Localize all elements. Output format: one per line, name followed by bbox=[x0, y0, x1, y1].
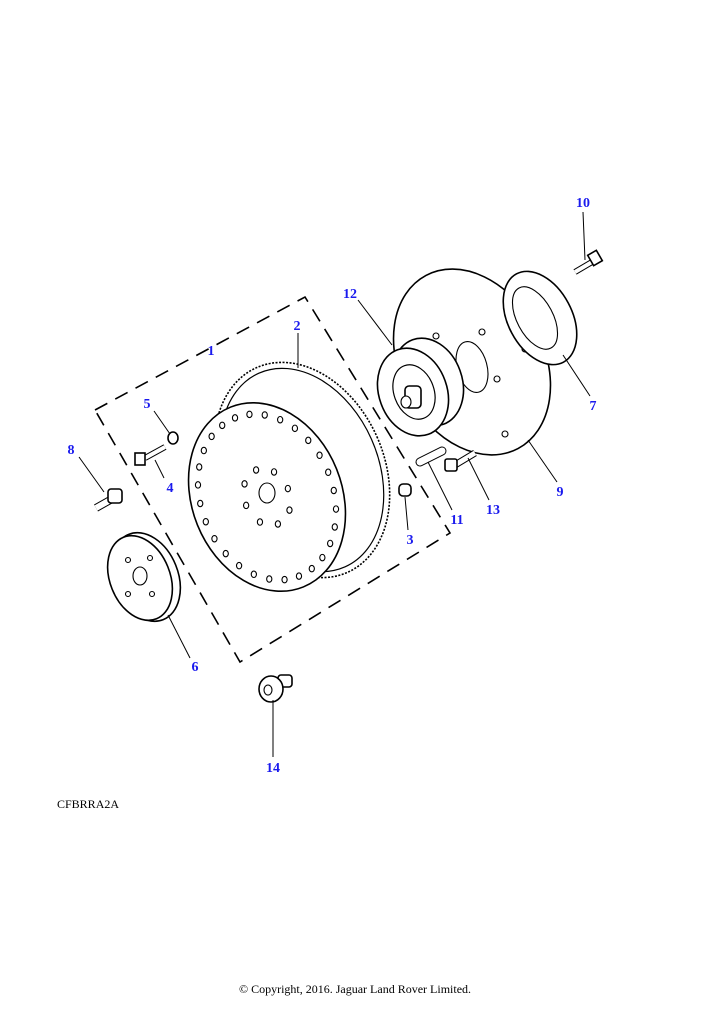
flexplate-hole bbox=[261, 411, 268, 419]
flexplate-hole bbox=[219, 421, 226, 430]
bolt-8 bbox=[94, 488, 123, 512]
callout-13[interactable]: 13 bbox=[486, 503, 500, 518]
plate-part bbox=[106, 531, 182, 623]
flexplate-hole bbox=[222, 549, 229, 558]
flexplate-part bbox=[187, 401, 347, 593]
flexplate-hole bbox=[241, 480, 248, 488]
flexplate-hole bbox=[295, 572, 303, 580]
washer-5 bbox=[167, 431, 179, 445]
bush-14 bbox=[258, 674, 293, 703]
flexplate-hole bbox=[266, 575, 273, 583]
flexplate-hole bbox=[250, 570, 257, 579]
flexplate-hole bbox=[256, 518, 264, 526]
flexplate-hole bbox=[194, 481, 202, 489]
flexplate-hole bbox=[235, 561, 243, 570]
flexplate-hole bbox=[316, 451, 323, 460]
flexplate-hole bbox=[200, 446, 207, 455]
flexplate-hole bbox=[332, 505, 340, 513]
flexplate-hole bbox=[319, 553, 326, 562]
kit-boundary bbox=[93, 295, 452, 664]
flexplate-hole bbox=[211, 534, 218, 543]
flexplate-hole bbox=[330, 486, 337, 495]
dowel-3 bbox=[398, 483, 412, 497]
callout-8[interactable]: 8 bbox=[68, 443, 75, 458]
callout-10[interactable]: 10 bbox=[576, 196, 590, 211]
flexplate-hole bbox=[331, 523, 338, 531]
callout-11[interactable]: 11 bbox=[450, 513, 463, 528]
flexplate-hole bbox=[284, 484, 292, 493]
callout-1[interactable]: 1 bbox=[208, 344, 215, 359]
flexplate-hole bbox=[286, 506, 293, 514]
flexplate-hole bbox=[231, 414, 239, 422]
callout-9[interactable]: 9 bbox=[557, 485, 564, 500]
flexplate-hole bbox=[208, 432, 215, 441]
callout-3[interactable]: 3 bbox=[407, 533, 414, 548]
flexplate-hole bbox=[277, 415, 284, 424]
flexplate-hole bbox=[242, 501, 250, 510]
pin-11 bbox=[415, 446, 447, 467]
leader-lines bbox=[78, 211, 591, 757]
bolt-4 bbox=[134, 444, 167, 466]
callout-6[interactable]: 6 bbox=[192, 660, 199, 675]
callout-14[interactable]: 14 bbox=[266, 761, 280, 776]
flexplate-hole bbox=[202, 517, 209, 526]
callout-12[interactable]: 12 bbox=[343, 287, 357, 302]
flexplate-hole bbox=[305, 436, 312, 445]
flexplate-hole bbox=[252, 466, 260, 474]
flexplate-hole bbox=[196, 463, 203, 471]
callout-5[interactable]: 5 bbox=[144, 397, 151, 412]
flexplate-hole bbox=[274, 520, 282, 528]
flexplate-hole bbox=[281, 575, 288, 584]
flexplate-hole bbox=[197, 499, 204, 508]
callout-4[interactable]: 4 bbox=[167, 481, 174, 496]
adapter-part bbox=[376, 337, 465, 437]
callout-2[interactable]: 2 bbox=[294, 319, 301, 334]
bolt-10 bbox=[573, 249, 604, 275]
flexplate-hole bbox=[246, 410, 253, 419]
flexplate-hole bbox=[327, 539, 334, 548]
callout-7[interactable]: 7 bbox=[590, 399, 597, 414]
flexplate-hole bbox=[291, 424, 299, 433]
flexplate-hole bbox=[308, 564, 315, 573]
flexplate-hole bbox=[325, 468, 332, 477]
flexplate-hole bbox=[270, 468, 278, 476]
bolt-13 bbox=[444, 449, 477, 472]
spacer-ring-part bbox=[502, 270, 578, 366]
copyright-notice: © Copyright, 2016. Jaguar Land Rover Lim… bbox=[238, 982, 472, 996]
illustration-code: CFBRRA2A bbox=[57, 797, 120, 811]
